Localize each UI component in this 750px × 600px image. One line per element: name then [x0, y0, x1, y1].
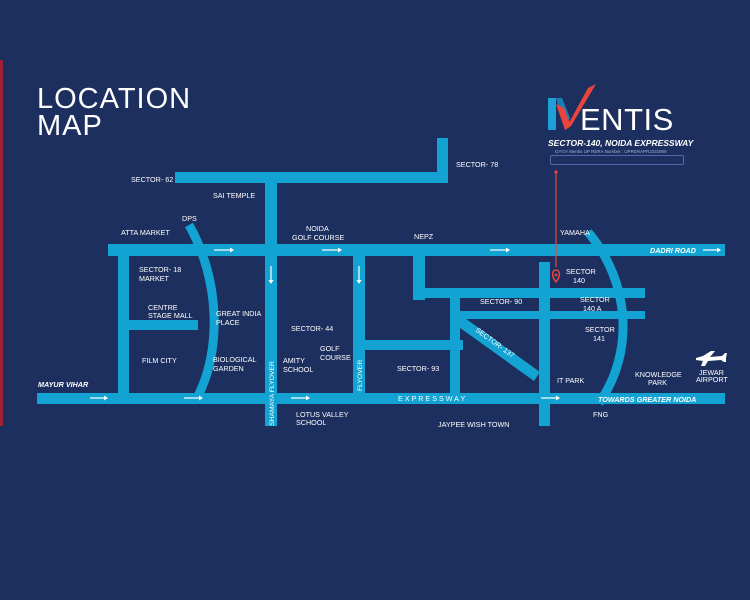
label-sector-78: SECTOR- 78 — [456, 160, 498, 169]
label-atta-market: ATTA MARKET — [121, 228, 170, 237]
sector-62-road — [175, 172, 448, 183]
label-sai-temple: SAI TEMPLE — [213, 191, 255, 200]
label-sector-141-line2: 141 — [593, 334, 605, 343]
label-great-india-line2: PLACE — [216, 318, 240, 327]
label-shamaya-flyover: SHAMAYA FLYOVER — [269, 361, 276, 426]
arrow-down-icon — [268, 266, 274, 284]
curved-roads — [185, 222, 628, 406]
direction-arrows — [90, 247, 721, 401]
label-sector-140-line2: 140 — [573, 276, 585, 285]
label-mayur-vihar: MAYUR VIHAR — [38, 380, 89, 389]
arrow-right-icon — [90, 395, 108, 401]
label-sector-140a-line1: SECTOR — [580, 295, 610, 304]
label-amity-line2: SCHOOL — [283, 365, 313, 374]
label-dadri-road: DADRI ROAD — [650, 246, 696, 255]
label-knowledge-park-line1: KNOWLEDGE — [635, 370, 682, 379]
arrow-right-icon — [184, 395, 203, 401]
label-sector-44: SECTOR- 44 — [291, 324, 333, 333]
label-noida-golf-course-line1: NOIDA — [306, 224, 329, 233]
label-fng: FNG — [593, 410, 609, 419]
golf-course-road — [353, 340, 463, 350]
label-lotus-valley-line1: LOTUS VALLEY — [296, 410, 349, 419]
road-network — [37, 138, 725, 426]
arrow-down-icon — [356, 266, 362, 284]
label-golf-course-line2: COURSE — [320, 353, 351, 362]
label-jaypee-wish-town: JAYPEE WISH TOWN — [438, 420, 509, 429]
arrow-right-icon — [703, 247, 721, 253]
label-sector-90: SECTOR- 90 — [480, 297, 522, 306]
brand-tagline: SECTOR-140, NOIDA EXPRESSWAY — [548, 138, 694, 148]
label-sector-137: SECTOR- 137 — [474, 325, 517, 359]
brand-rera-number: GYGY Mentis UP RERA Number : UPRERAPRJ33… — [555, 149, 667, 154]
arrow-right-icon — [322, 247, 342, 253]
label-yamaha: YAMAHA — [560, 228, 590, 237]
brand-box-outline — [550, 155, 684, 165]
sector-90-road — [413, 288, 645, 298]
label-towards-greater-noida: TOWARDS GREATER NOIDA — [598, 395, 696, 404]
expressway-road — [37, 393, 725, 404]
label-centre-stage-line1: CENTRE — [148, 303, 178, 312]
arrow-right-icon — [541, 395, 560, 401]
label-dps: DPS — [182, 214, 197, 223]
label-amity-line1: AMITY — [283, 356, 305, 365]
label-film-city: FILM CITY — [142, 356, 177, 365]
label-noida-golf-course-line2: GOLF COURSE — [292, 233, 345, 242]
shamaya-flyover-road — [265, 172, 277, 426]
label-sector-18-line2: MARKET — [139, 274, 170, 283]
sector-78-road — [437, 138, 448, 183]
label-sector-140a-line2: 140 A — [583, 304, 602, 313]
yamaha-curve-road — [584, 229, 628, 406]
centre-stage-road — [118, 320, 198, 330]
label-jewar-line2: AIRPORT — [696, 375, 728, 384]
brand-logo: ENTIS SECTOR-140, NOIDA EXPRESSWAY GYGY … — [548, 84, 693, 166]
label-sector-62: SECTOR- 62 — [131, 175, 173, 184]
arrow-right-icon — [214, 247, 234, 253]
title-line-2: MAP — [37, 110, 103, 142]
left-accent-bar — [0, 60, 3, 426]
label-sector-140-line1: SECTOR — [566, 267, 596, 276]
sector-140a-road — [450, 311, 645, 319]
label-biological-garden-line1: BIOLOGICAL — [213, 355, 257, 364]
sector-140-road — [539, 262, 550, 426]
label-flyover: FLYOVER — [357, 360, 364, 391]
nepz-road — [413, 250, 425, 300]
label-jewar-line1: JEWAR — [699, 368, 724, 377]
label-centre-stage-line2: STAGE MALL — [148, 311, 193, 320]
sector-137-road — [456, 316, 540, 381]
airplane-icon — [696, 351, 727, 366]
label-sector-93: SECTOR- 93 — [397, 364, 439, 373]
sector-93-road — [450, 288, 460, 398]
brand-name: ENTIS — [580, 102, 674, 137]
logo-v-mark-icon — [548, 84, 596, 130]
label-lotus-valley-line2: SCHOOL — [296, 418, 326, 427]
dps-curve-road — [185, 222, 219, 401]
label-sector-141-line1: SECTOR — [585, 325, 615, 334]
label-golf-course-line1: GOLF — [320, 344, 340, 353]
label-sector-18-line1: SECTOR- 18 — [139, 265, 181, 274]
label-great-india-line1: GREAT INDIA — [216, 309, 261, 318]
arrow-right-icon — [291, 395, 310, 401]
label-knowledge-park-line2: PARK — [648, 378, 667, 387]
label-nepz: NEPZ — [414, 232, 434, 241]
flyover-road — [353, 250, 365, 398]
label-it-park: IT PARK — [557, 376, 584, 385]
sector-140-pin-icon — [551, 170, 561, 284]
label-biological-garden-line2: GARDEN — [213, 364, 244, 373]
title-line-1: LOCATION — [37, 83, 192, 115]
arrow-right-icon — [490, 247, 510, 253]
label-expressway: E X P R E S S W A Y — [398, 394, 465, 403]
page-title: LOCATION MAP — [37, 83, 192, 142]
